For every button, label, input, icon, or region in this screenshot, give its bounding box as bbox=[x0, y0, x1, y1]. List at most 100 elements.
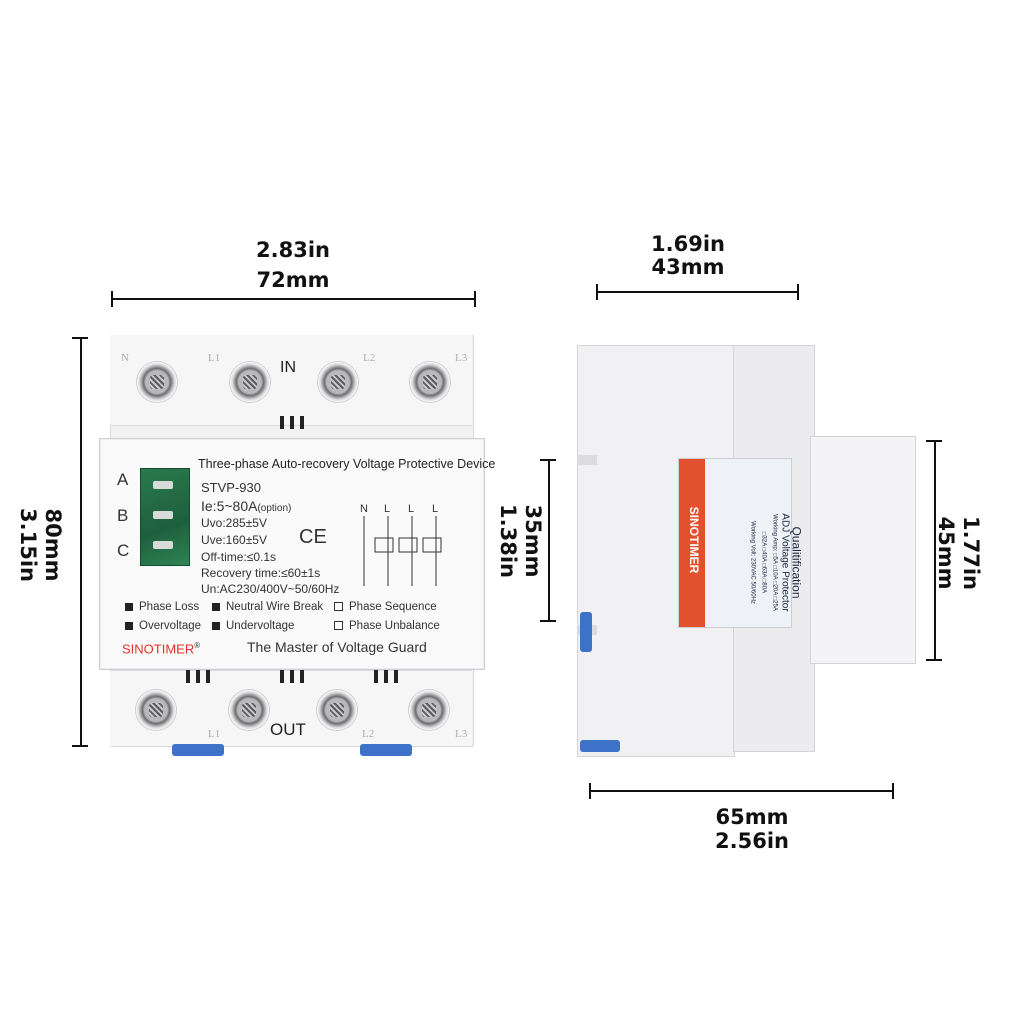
side-inner-line bbox=[548, 460, 550, 622]
side-inner-tick-bottom bbox=[540, 620, 556, 622]
bottom-screw-2 bbox=[229, 690, 269, 730]
bottom-screw-3 bbox=[317, 690, 357, 730]
bottom-slot bbox=[374, 670, 378, 683]
bottom-slot bbox=[196, 670, 200, 683]
top-screw-3 bbox=[318, 362, 358, 402]
device-uvo: Uvo:285±5V bbox=[201, 516, 267, 530]
top-screw-4 bbox=[410, 362, 450, 402]
phase-label-b: B bbox=[117, 506, 129, 525]
phase-label-c: C bbox=[117, 541, 130, 560]
legend-neutral-break: Neutral Wire Break bbox=[212, 601, 323, 613]
bottom-slot bbox=[290, 670, 294, 683]
top-slot bbox=[300, 416, 304, 429]
side-label-volt: Working Volt: 230VAC 50/60Hz bbox=[749, 521, 756, 604]
device-model: STVP-930 bbox=[201, 480, 261, 495]
top-slot bbox=[280, 416, 284, 429]
device-rated: Un:AC230/400V~50/60Hz bbox=[201, 582, 340, 596]
side-outer-tick-bottom bbox=[926, 659, 942, 661]
wiring-label-n: N bbox=[360, 503, 368, 515]
front-width-line bbox=[112, 298, 476, 300]
side-label-heading: Qualitification bbox=[789, 526, 804, 599]
top-screw-2 bbox=[230, 362, 270, 402]
side-label-stripe bbox=[679, 459, 705, 627]
terminal-out-label: OUT bbox=[270, 720, 306, 739]
bottom-slot bbox=[394, 670, 398, 683]
front-height-line bbox=[80, 338, 82, 746]
top-screw-1 bbox=[137, 362, 177, 402]
bottom-slot bbox=[206, 670, 210, 683]
side-inner-in: 1.38in bbox=[496, 504, 520, 578]
current-value: Ie:5~80A bbox=[201, 498, 258, 514]
top-terminal-label-l2: L2 bbox=[363, 352, 376, 364]
wiring-label-l1: L bbox=[384, 503, 391, 515]
bottom-screw-1 bbox=[136, 690, 176, 730]
front-width-mm: 72mm bbox=[256, 268, 330, 292]
side-bottom-line bbox=[590, 790, 894, 792]
bottom-slot bbox=[384, 670, 388, 683]
front-height-in: 3.15in bbox=[16, 508, 40, 582]
side-bottom-tick-right bbox=[892, 783, 894, 799]
device-uve: Uve:160±5V bbox=[201, 533, 267, 547]
brand-logo: SINOTIMER® bbox=[122, 641, 201, 657]
top-terminal-label-n: N bbox=[121, 352, 129, 364]
side-bottom-mm: 65mm bbox=[715, 805, 789, 829]
bottom-slot bbox=[300, 670, 304, 683]
side-bottom-in: 2.56in bbox=[715, 829, 789, 853]
side-inner-mm: 35mm bbox=[521, 504, 545, 578]
bottom-terminal-label-l1: L1 bbox=[208, 728, 221, 740]
legend-overvoltage: Overvoltage bbox=[125, 620, 201, 632]
wiring-label-l3: L bbox=[432, 503, 439, 515]
bottom-slot bbox=[280, 670, 284, 683]
side-top-tick-right bbox=[797, 284, 799, 300]
legend-undervoltage: Undervoltage bbox=[212, 620, 294, 632]
device-current: Ie:5~80A(option) bbox=[201, 498, 291, 514]
legend-phase-unbalance: Phase Unbalance bbox=[334, 620, 440, 632]
side-label-text: Qualitification ADJ Voltage Protector Wo… bbox=[747, 488, 804, 638]
side-inner-label: 35mm 1.38in bbox=[440, 504, 600, 578]
side-outer-in: 1.77in bbox=[959, 516, 983, 590]
bottom-terminal-label-l3: L3 bbox=[455, 728, 468, 740]
side-label-brand: SINOTIMER bbox=[687, 506, 701, 574]
bottom-terminal-label-l2: L2 bbox=[362, 728, 375, 740]
bottom-screw-4 bbox=[409, 690, 449, 730]
top-terminal-label-l1: L1 bbox=[208, 352, 221, 364]
front-height-mm: 80mm bbox=[41, 508, 65, 582]
side-notch-top bbox=[577, 455, 597, 465]
top-slot bbox=[290, 416, 294, 429]
side-outer-tick-top bbox=[926, 440, 942, 442]
wiring-diagram bbox=[363, 516, 442, 586]
side-label-subheading: ADJ Voltage Protector bbox=[779, 513, 791, 612]
side-top-mm: 43mm bbox=[651, 255, 725, 279]
device-recovery: Recovery time:≤60±1s bbox=[201, 566, 321, 580]
din-clip-right bbox=[360, 744, 412, 756]
top-terminal-label-l3: L3 bbox=[455, 352, 468, 364]
led-indicator-board bbox=[140, 468, 190, 566]
front-width-tick-right bbox=[474, 291, 476, 307]
side-top-tick-left bbox=[596, 284, 598, 300]
side-outer-line bbox=[934, 441, 936, 661]
side-inner-tick-top bbox=[540, 459, 556, 461]
legend-phase-loss: Phase Loss bbox=[125, 601, 199, 613]
side-top-line bbox=[597, 291, 799, 293]
legend-phase-sequence: Phase Sequence bbox=[334, 601, 437, 613]
side-din-clip-top bbox=[580, 612, 592, 652]
current-note: (option) bbox=[257, 503, 292, 514]
front-height-tick-bottom bbox=[72, 745, 88, 747]
din-clip-left bbox=[172, 744, 224, 756]
side-din-clip-bottom bbox=[580, 740, 620, 752]
device-title: Three-phase Auto-recovery Voltage Protec… bbox=[198, 457, 496, 471]
front-height-tick-top bbox=[72, 337, 88, 339]
side-outer-mm: 45mm bbox=[934, 516, 958, 590]
side-bottom-tick-left bbox=[589, 783, 591, 799]
side-top-in: 1.69in bbox=[651, 232, 725, 256]
device-tagline: The Master of Voltage Guard bbox=[247, 639, 427, 655]
phase-label-a: A bbox=[117, 470, 129, 489]
wiring-label-l2: L bbox=[408, 503, 415, 515]
front-width-in: 2.83in bbox=[256, 238, 330, 262]
ce-mark: CE bbox=[299, 526, 327, 548]
side-label-amp: Working Amp: □5A □10A □20A □25A bbox=[771, 514, 778, 611]
bottom-slot bbox=[186, 670, 190, 683]
side-label: SINOTIMER Qualitification ADJ Voltage Pr… bbox=[678, 458, 804, 628]
terminal-in-label: IN bbox=[280, 359, 296, 376]
side-device-face bbox=[810, 436, 916, 664]
